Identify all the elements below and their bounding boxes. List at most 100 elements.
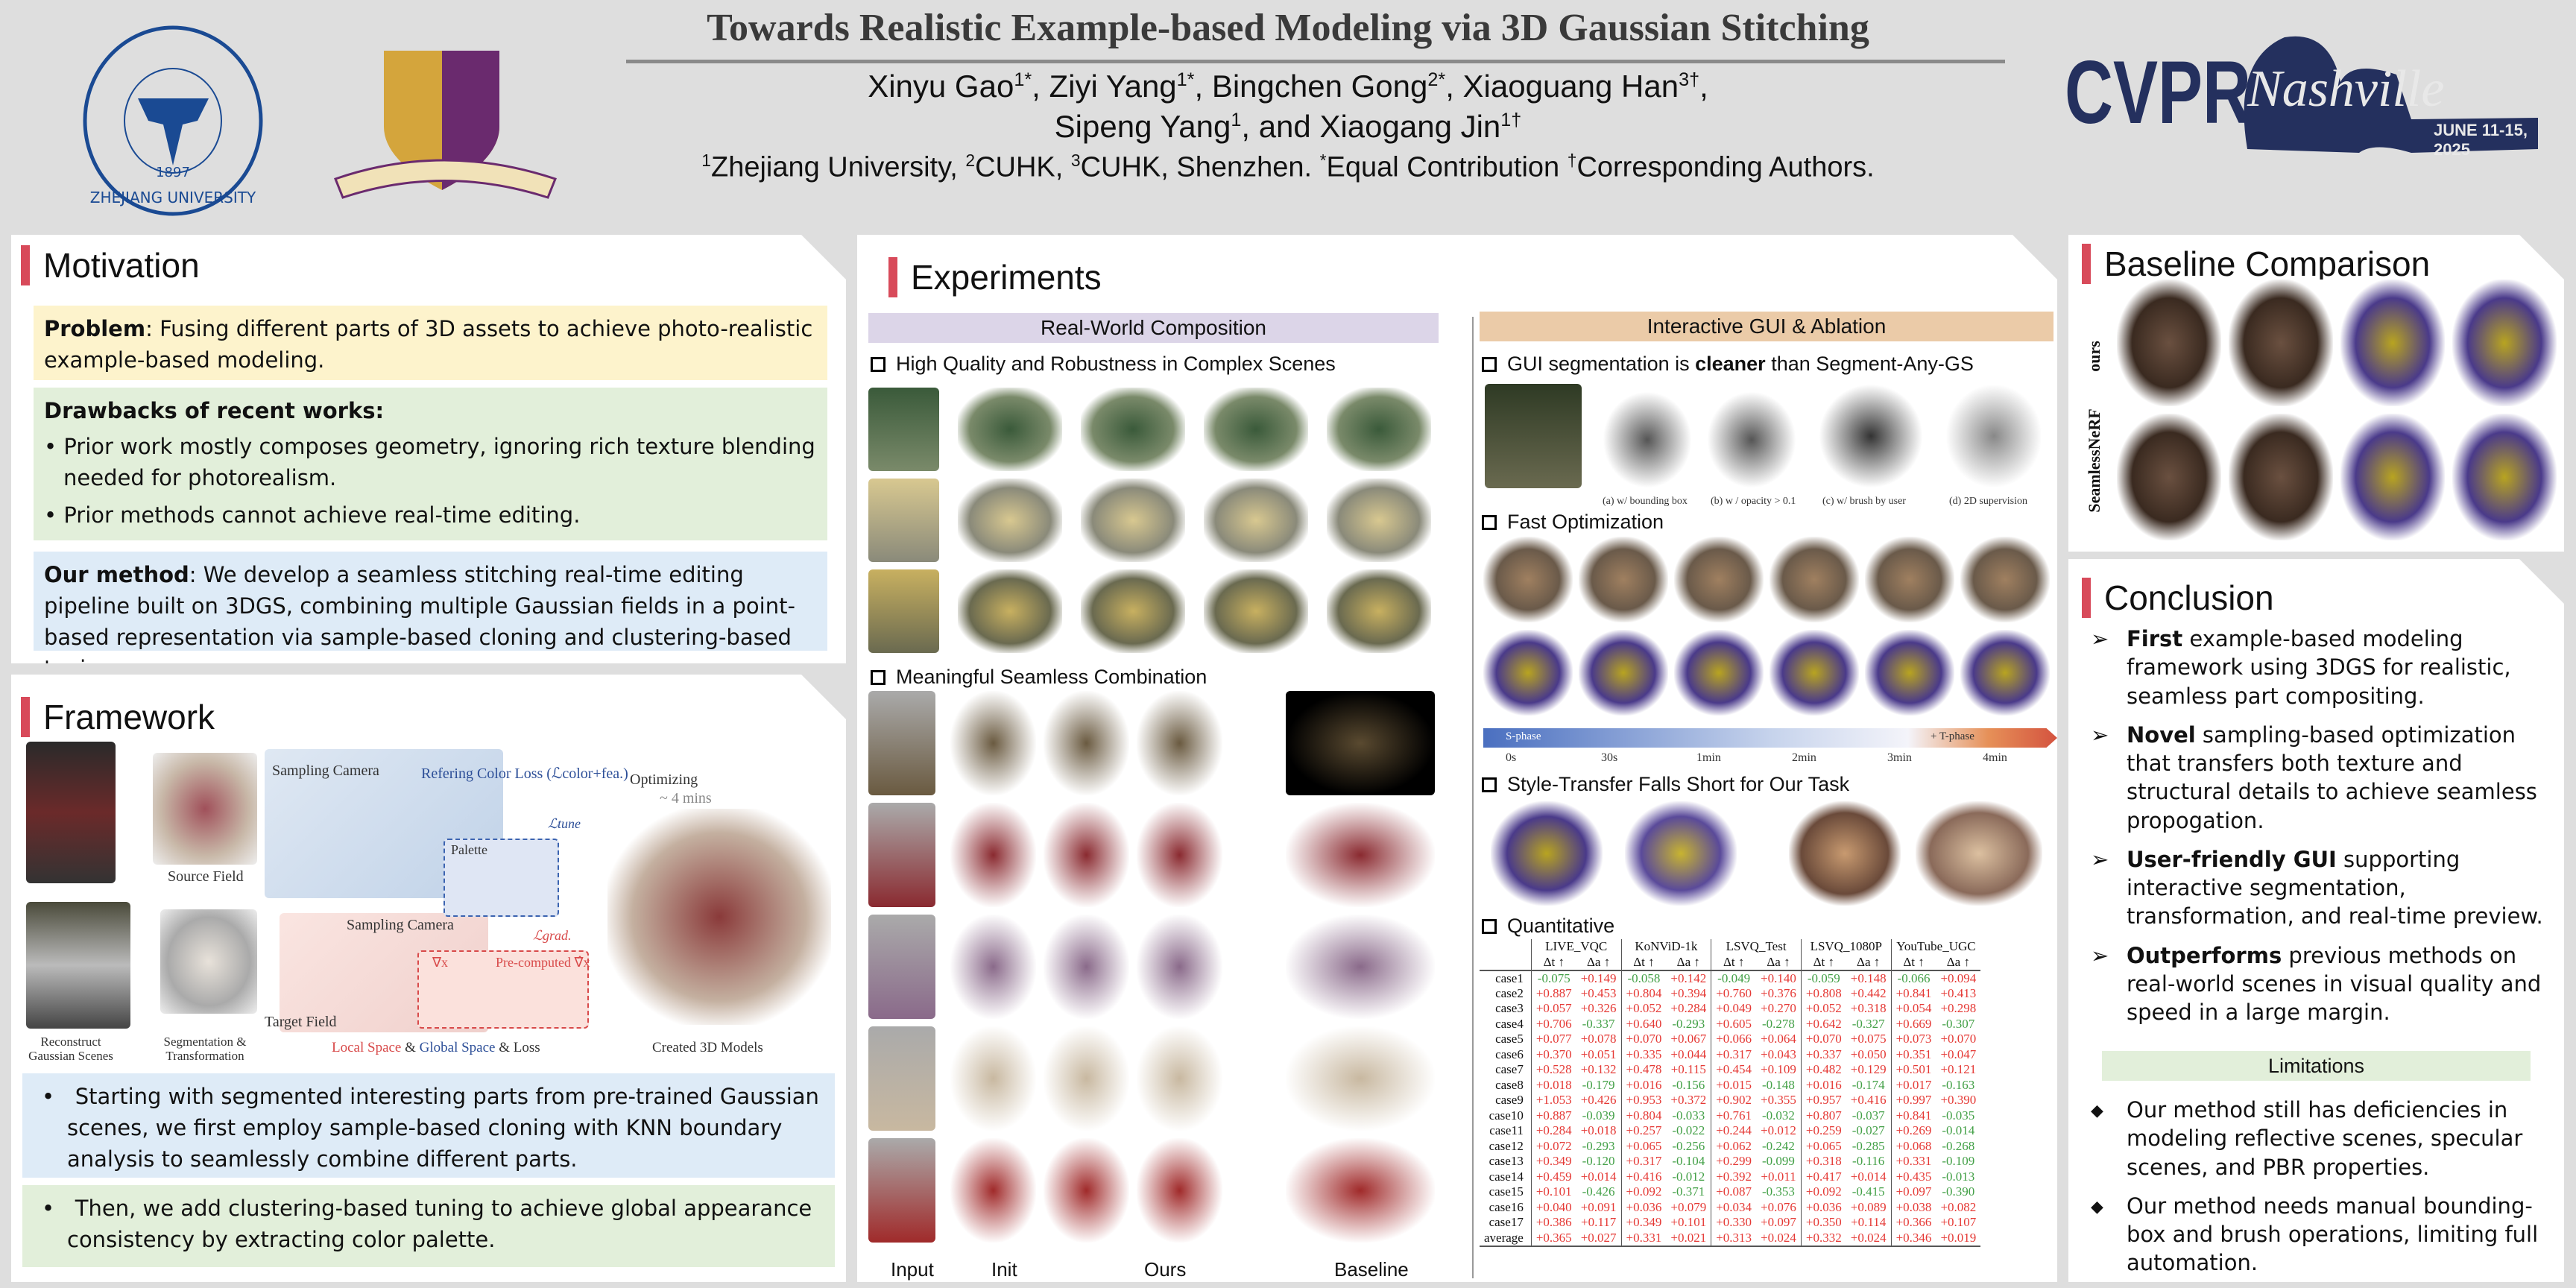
author-mark: 3†: [1679, 69, 1700, 90]
value-cell: +0.012: [1761, 1123, 1796, 1138]
t-phase-label: + T-phase: [1931, 730, 1974, 742]
palette-box: [443, 839, 559, 917]
accent-bar: [2082, 578, 2091, 618]
value-cell: -0.285: [1852, 1138, 1885, 1153]
metric-da: Δa ↑: [1676, 954, 1700, 969]
value-cell: +0.066: [1711, 1032, 1756, 1047]
item-text: previous methods on real-world scenes in…: [2127, 942, 2542, 1026]
local-space: Local Space: [332, 1040, 402, 1055]
result-image: [1081, 479, 1185, 562]
gui-result-c: [1819, 384, 1923, 488]
row-label: case12: [1489, 1138, 1524, 1153]
subsection-title: Meaningful Seamless Combination: [896, 666, 1208, 688]
input-image: [868, 691, 935, 795]
limitations-list: Our method still has deficiencies in mod…: [2091, 1096, 2553, 1288]
value-cell: +0.259: [1801, 1123, 1846, 1139]
group-header: LIVE_VQC: [1531, 939, 1621, 955]
baseline-comparison-image: [2340, 280, 2445, 406]
value-cell: +0.313: [1711, 1231, 1756, 1246]
label-target-field: Target Field: [265, 1014, 337, 1030]
value-cell: +0.015: [1711, 1078, 1756, 1093]
value-cell: +1.053: [1531, 1093, 1576, 1108]
value-cell: +0.706: [1531, 1017, 1576, 1032]
drawbacks-label: Drawbacks of recent works:: [44, 398, 385, 423]
value-cell: +0.270: [1761, 1001, 1796, 1016]
result-image: [958, 388, 1062, 471]
value-cell: +0.049: [1711, 1001, 1756, 1017]
value-cell: +0.132: [1580, 1062, 1617, 1077]
value-cell: +0.244: [1711, 1123, 1756, 1139]
metric-dt: Δt ↑: [1711, 955, 1756, 970]
baseline-image: [1286, 1026, 1435, 1131]
value-cell: +0.298: [1940, 1001, 1977, 1016]
value-cell: +0.094: [1940, 970, 1977, 985]
checkbox-icon: [1482, 357, 1497, 372]
author-mark: 2*: [1427, 69, 1446, 90]
input-image: [868, 569, 939, 653]
checkbox-icon: [1482, 777, 1497, 792]
result-image: [1081, 569, 1185, 653]
framework-title: Framework: [21, 697, 215, 737]
value-cell: -0.256: [1672, 1138, 1705, 1153]
quality-image-grid: [868, 384, 1442, 667]
optimization-step-image: [1483, 630, 1573, 716]
value-cell: +0.642: [1801, 1017, 1846, 1032]
value-cell: +0.808: [1801, 986, 1846, 1002]
gui-caption: (a) w/ bounding box: [1603, 496, 1688, 507]
table-row: case16+0.040+0.091+0.036+0.079+0.034+0.0…: [1480, 1200, 1980, 1216]
value-cell: -0.148: [1762, 1077, 1795, 1092]
value-cell: +0.016: [1801, 1078, 1846, 1093]
value-cell: +0.454: [1711, 1062, 1756, 1078]
value-cell: -0.013: [1942, 1169, 1975, 1184]
time-tick: 0s: [1506, 751, 1517, 764]
metric-da: Δa ↑: [1946, 954, 1970, 969]
motivation-title: Motivation: [21, 245, 200, 285]
bullet-text: Then, we add clustering-based tuning to …: [67, 1196, 812, 1253]
bullet-text: Starting with segmented interesting part…: [67, 1084, 819, 1172]
result-image: [1137, 803, 1222, 907]
experiments-panel: Experiments Real-World Composition Inter…: [857, 235, 2057, 1282]
value-cell: +0.076: [1761, 1199, 1796, 1214]
value-cell: +0.332: [1801, 1231, 1846, 1246]
result-image: [950, 1138, 1036, 1243]
value-cell: +0.453: [1580, 985, 1617, 1000]
row-label-seamlessnerf: SeamlessNeRF: [2085, 408, 2103, 513]
value-cell: +0.107: [1940, 1215, 1977, 1230]
table-row: case3+0.057+0.326+0.052+0.284+0.049+0.27…: [1480, 1001, 1980, 1017]
value-cell: -0.278: [1762, 1016, 1795, 1031]
value-cell: +0.091: [1580, 1199, 1617, 1214]
aff-mark: *: [1319, 151, 1327, 170]
baseline-comparison-image: [2229, 280, 2333, 406]
motivation-panel: Motivation Problem: Fusing different par…: [11, 235, 846, 663]
value-cell: +0.528: [1531, 1062, 1576, 1078]
value-cell: +0.478: [1621, 1062, 1666, 1078]
value-cell: -0.371: [1672, 1184, 1705, 1199]
result-image: [1327, 479, 1431, 562]
aff-mark: 1: [701, 151, 711, 170]
value-cell: +0.115: [1670, 1062, 1706, 1077]
row-label: average: [1484, 1230, 1524, 1245]
author-mark: 1*: [1014, 69, 1032, 90]
row-label: case2: [1495, 985, 1524, 1000]
value-cell: -0.242: [1762, 1138, 1795, 1153]
target-scene-image: [26, 902, 130, 1029]
row-label: case11: [1489, 1123, 1524, 1138]
label-sampling-camera: Sampling Camera: [347, 917, 454, 933]
drawback-text: Prior work mostly composes geometry, ign…: [63, 434, 815, 491]
conclusion-panel: Conclusion First example-based modeling …: [2068, 559, 2564, 1282]
drawback-item: • Prior work mostly composes geometry, i…: [44, 434, 815, 491]
value-cell: +0.140: [1761, 970, 1796, 985]
item-bold: First: [2127, 626, 2183, 651]
value-cell: +0.078: [1580, 1032, 1617, 1046]
value-cell: +0.284: [1531, 1123, 1576, 1139]
row-label: case13: [1489, 1154, 1524, 1169]
row-label: case4: [1495, 1016, 1524, 1031]
value-cell: +0.070: [1621, 1032, 1666, 1047]
created-models-image: [607, 809, 831, 1025]
subsection-gui: GUI segmentation is cleaner than Segment…: [1482, 353, 1974, 376]
global-space: Global Space: [419, 1040, 496, 1055]
problem-text: : Fusing different parts of 3D assets to…: [44, 316, 813, 373]
value-cell: -0.058: [1621, 970, 1666, 986]
